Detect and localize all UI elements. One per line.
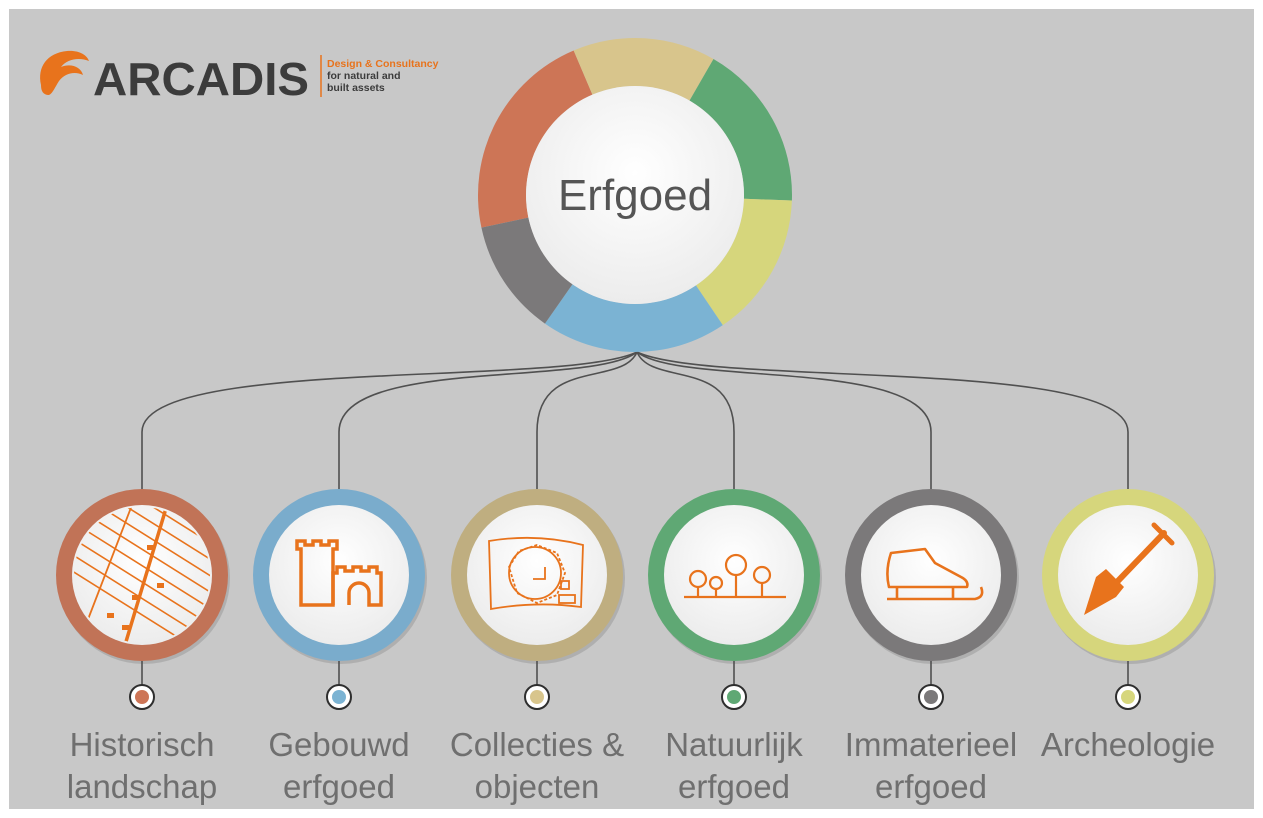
node-label-line: landschap — [67, 768, 217, 805]
node-face — [1058, 505, 1198, 645]
node-label-line: Gebouwd — [268, 726, 409, 763]
node-dot — [530, 690, 544, 704]
connector-line — [636, 351, 735, 489]
connector-line — [636, 351, 932, 489]
trees-icon — [684, 553, 786, 599]
node-immaterieel-erfgoed: Immaterieel erfgoed — [845, 489, 1019, 805]
node-dot — [332, 690, 346, 704]
erfgoed-hub: Erfgoed — [477, 37, 792, 352]
node-dot — [1121, 690, 1135, 704]
node-dot — [135, 690, 149, 704]
node-face — [269, 505, 409, 645]
shovel-icon — [1084, 522, 1175, 615]
connector-lines — [141, 351, 1129, 489]
node-face — [467, 505, 607, 645]
node-label-line: objecten — [475, 768, 600, 805]
node-natuurlijk-erfgoed: Natuurlijk erfgoed — [648, 489, 822, 805]
node-label-line: erfgoed — [678, 768, 790, 805]
diagram-panel: ARCADIS Design & Consultancy for natural… — [9, 9, 1254, 809]
node-label-line: Collecties & — [450, 726, 624, 763]
logo-tagline-line-1: Design & Consultancy — [327, 58, 439, 70]
node-label-line: Archeologie — [1041, 726, 1215, 763]
node-label-line: erfgoed — [283, 768, 395, 805]
hub-face — [526, 86, 744, 304]
node-gebouwd-erfgoed: Gebouwd erfgoed — [253, 489, 427, 805]
node-dot — [727, 690, 741, 704]
connector-line — [536, 351, 638, 489]
logo-tagline-line-3: built assets — [327, 82, 385, 94]
hub-segment-gebouwd — [544, 284, 723, 352]
node-face — [72, 505, 212, 645]
connector-line — [636, 351, 1129, 489]
node-collecties-objecten: Collecties & objecten — [450, 489, 625, 805]
connector-line — [141, 351, 638, 489]
node-label-line: erfgoed — [875, 768, 987, 805]
old-map-icon — [488, 536, 584, 611]
node-historisch-landschap: Historisch landschap — [56, 489, 230, 805]
hub-segment-immaterieel — [481, 217, 573, 324]
arcadis-wordmark: ARCADIS — [93, 53, 309, 105]
ice-skate-icon — [886, 547, 984, 601]
hub-label: Erfgoed — [558, 171, 712, 220]
map-grid-icon — [74, 507, 210, 643]
connector-line — [338, 351, 638, 489]
arcadis-logo: ARCADIS Design & Consultancy for natural… — [40, 50, 439, 105]
node-label-line: Immaterieel — [845, 726, 1017, 763]
castle-icon — [295, 539, 383, 607]
erfgoed-diagram: ARCADIS Design & Consultancy for natural… — [40, 37, 1216, 805]
category-nodes: Historisch landschap Gebouwd erfgoed Collect… — [56, 489, 1216, 805]
node-dot — [924, 690, 938, 704]
node-archeologie: Archeologie — [1041, 489, 1216, 763]
arcadis-swoosh-icon — [40, 50, 89, 95]
hub-segment-archeologie — [695, 198, 792, 326]
node-label-line: Historisch — [70, 726, 215, 763]
hub-segment-natuurlijk — [689, 59, 792, 201]
hub-segment-historisch — [477, 50, 593, 228]
logo-tagline-line-2: for natural and — [327, 70, 401, 82]
hub-color-ring — [477, 37, 792, 352]
hub-segment-collecties — [573, 37, 714, 101]
node-face — [861, 505, 1001, 645]
node-label-line: Natuurlijk — [665, 726, 803, 763]
